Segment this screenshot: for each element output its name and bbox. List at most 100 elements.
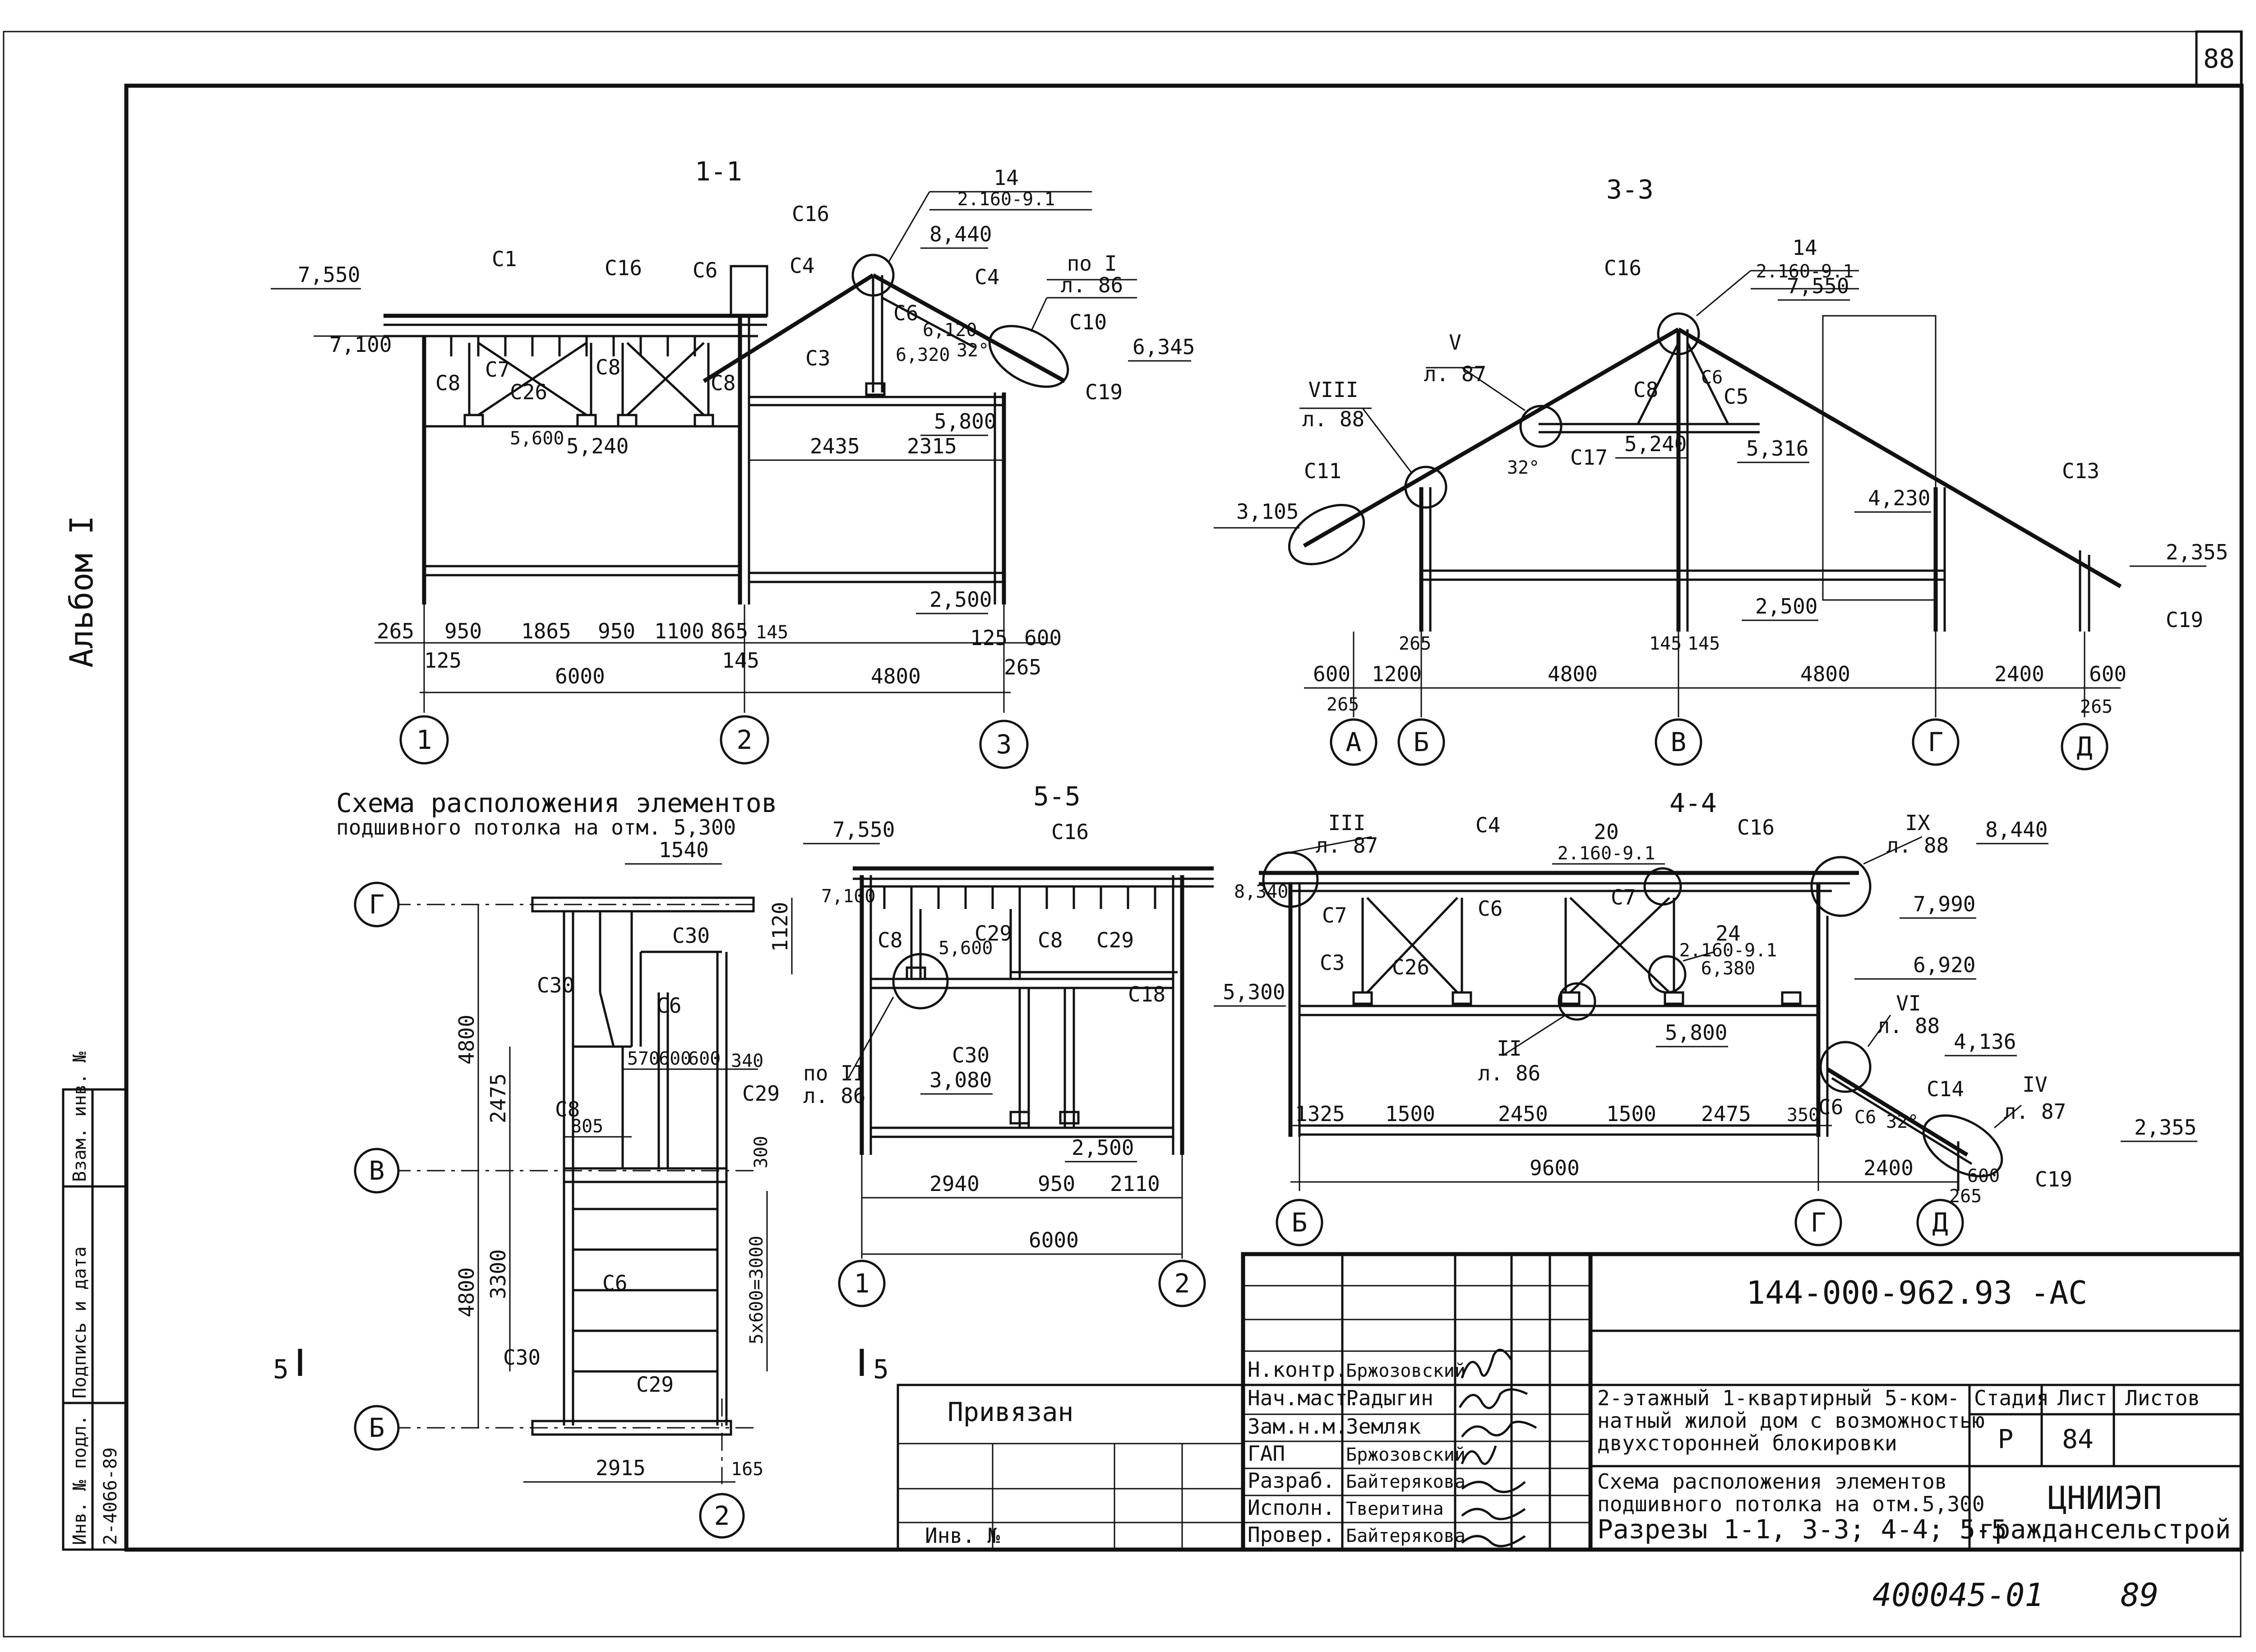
dim-1-1-total-a: 6000 (555, 664, 605, 688)
dim-5-5-0: 2940 (929, 1172, 980, 1196)
level-4-4-b: 8,340 (1234, 881, 1288, 902)
dim-1-1-r1-1: 950 (444, 619, 482, 643)
project-title-0: 2-этажный 1-квартирный 5-ком- (1597, 1386, 1960, 1410)
scheme-dim-12: 5х600=3000 (746, 1236, 767, 1344)
section-mark-right: 5 (873, 1354, 889, 1384)
scheme-axis-v: В (369, 1155, 385, 1186)
level-3-3-c: 5,316 (1746, 436, 1808, 461)
label-3-3-c16: С16 (1604, 256, 1641, 280)
axis-3-3-d: Д (2077, 731, 2093, 762)
name-3: Бржозовский (1346, 1444, 1465, 1465)
label-3-3-c8: С8 (1633, 378, 1658, 402)
angle-3-3: 32° (1507, 457, 1539, 478)
callout-5-5-sheet: л. 86 (803, 1084, 865, 1108)
dim-1-1-r1-6: 145 (756, 622, 788, 643)
label-5-5-c29b: С29 (1096, 928, 1134, 952)
dim-1-1-r1-0: 265 (377, 619, 414, 643)
level-1-1-a: 7,550 (298, 263, 360, 287)
scheme-title-2: подшивного потолка на отм. 5,300 (336, 815, 736, 840)
stage-label: Стадия (1974, 1386, 2049, 1410)
callout-4-4-vi: VI (1896, 991, 1921, 1015)
dim-1-1-r2-1: 145 (722, 648, 759, 673)
label-3-3-c11: С11 (1304, 459, 1341, 483)
level-3-3-e: 3,105 (1236, 499, 1299, 524)
inv-no-label: Инв. № (925, 1523, 1000, 1548)
label-1-1-c7: С7 (485, 357, 510, 382)
label-1-1-c16: С16 (605, 256, 642, 280)
angle-1-1: 32° (957, 340, 989, 361)
axis-3-3-v: В (1671, 727, 1687, 757)
project-title-1: натный жилой дом с возможностью (1597, 1408, 1985, 1433)
scheme-label-c30c: С30 (503, 1345, 541, 1370)
callout-1-1-ref: по I (1067, 251, 1117, 276)
axis-5-5-2: 2 (1174, 1268, 1190, 1299)
level-4-4-a: 8,440 (1985, 817, 2048, 842)
label-5-5-c16: С16 (1051, 820, 1089, 844)
doc-suffix: -АС (2030, 1274, 2087, 1311)
label-4-4-c3: С3 (1320, 951, 1345, 975)
dim-5-5-2: 2110 (1110, 1172, 1160, 1196)
title-block: Привязан Инв. № 144-000-962.93 -АС Н.кон… (897, 1252, 2244, 1552)
level-4-4-g: 2,355 (2134, 1115, 2196, 1140)
label-5-5-c8b: С8 (1038, 928, 1063, 952)
section-3-3: 3-3 14 2.160-9.1 V л. 87 VIII л. 88 (1214, 174, 2228, 771)
label-4-4-c6a: С6 (1478, 896, 1502, 921)
level-3-3-a: 7,550 (1787, 274, 1849, 298)
label-4-4-c14: С14 (1927, 1077, 1964, 1101)
label-3-3-c13: С13 (2062, 459, 2099, 483)
callout-4-4-iii: III (1328, 811, 1365, 835)
label-4-4-c7b: С7 (1611, 885, 1636, 909)
label-1-1-c16b: С16 (792, 202, 829, 226)
album-label: Альбом I (63, 516, 100, 668)
dim-4-4-r1-2: 2450 (1498, 1102, 1548, 1126)
dim-1-1-mid-b: 2315 (907, 434, 957, 458)
doc-code: 144-000-962.93 (1746, 1274, 2012, 1311)
section-5-5: 5-5 по II л. (803, 781, 1286, 1307)
org-line-2: граждансельстрой (1979, 1514, 2231, 1545)
level-3-3-b: 5,240 (1624, 432, 1687, 456)
label-4-4-c19: С19 (2035, 1167, 2072, 1191)
level-4-4-f: 4,136 (1954, 1029, 2016, 1054)
scheme-dim-2: 4800 (454, 1015, 479, 1065)
level-4-4-c: 7,990 (1913, 892, 1975, 916)
dim-3-3-t-5: 600 (2089, 662, 2127, 686)
dim-3-3-r1-1: 145 (1649, 633, 1682, 654)
name-2: Земляк (1346, 1414, 1421, 1439)
name-1: Радыгин (1346, 1386, 1433, 1410)
dim-1-1-r1-5: 865 (711, 619, 748, 643)
page-number: 88 (2203, 43, 2235, 74)
callout-4-4-ix: IX (1905, 811, 1930, 835)
stamp-number: 2-4066-89 (100, 1447, 121, 1545)
sheet-label: Лист (2057, 1386, 2108, 1410)
name-4: Байтерякова (1346, 1472, 1465, 1492)
level-5-5-d: 5,300 (1223, 980, 1285, 1004)
dim-3-3-t-2: 4800 (1548, 662, 1598, 686)
sheets-label: Листов (2125, 1386, 2200, 1410)
axis-3-3-b: Б (1414, 727, 1429, 757)
dim-3-3-r1-0: 265 (1399, 633, 1431, 654)
name-5: Тверитина (1346, 1499, 1444, 1519)
role-3: ГАП (1248, 1441, 1285, 1466)
callout-4-4-vi-sheet: л. 88 (1877, 1014, 1940, 1038)
dim-1-1-r1-2: 1865 (521, 619, 571, 643)
callout-4-4-ix-sheet: л. 88 (1886, 833, 1949, 858)
callout-3-3-v: V (1449, 330, 1461, 355)
scheme-axis-b: Б (369, 1412, 385, 1443)
label-1-1-c26: С26 (510, 380, 547, 404)
label-1-1-c19: С19 (1085, 380, 1123, 404)
scheme-dim-3: 2475 (486, 1073, 510, 1123)
callout-1-1-series: 2.160-9.1 (957, 189, 1055, 210)
dim-4-4-r1-3: 1500 (1606, 1102, 1656, 1126)
dim-1-1-r2-2: 265 (1004, 655, 1041, 679)
level-5-5-f: 2,500 (1072, 1135, 1134, 1160)
label-4-4-c16: С16 (1737, 815, 1775, 840)
callout-5-5-ref: по II (803, 1061, 865, 1085)
name-0: Бржозовский (1346, 1361, 1465, 1381)
scheme-dim-6: 600 (688, 1048, 721, 1069)
dim-4-4-total-0: 9600 (1530, 1156, 1580, 1180)
sheet-title-0: Схема расположения элементов (1597, 1469, 1947, 1494)
role-1: Нач.маст. (1248, 1386, 1360, 1410)
axis-4-4-d: Д (1932, 1207, 1948, 1238)
scheme-label-c29b: С29 (636, 1372, 674, 1397)
label-4-4-c4: С4 (1475, 813, 1500, 837)
